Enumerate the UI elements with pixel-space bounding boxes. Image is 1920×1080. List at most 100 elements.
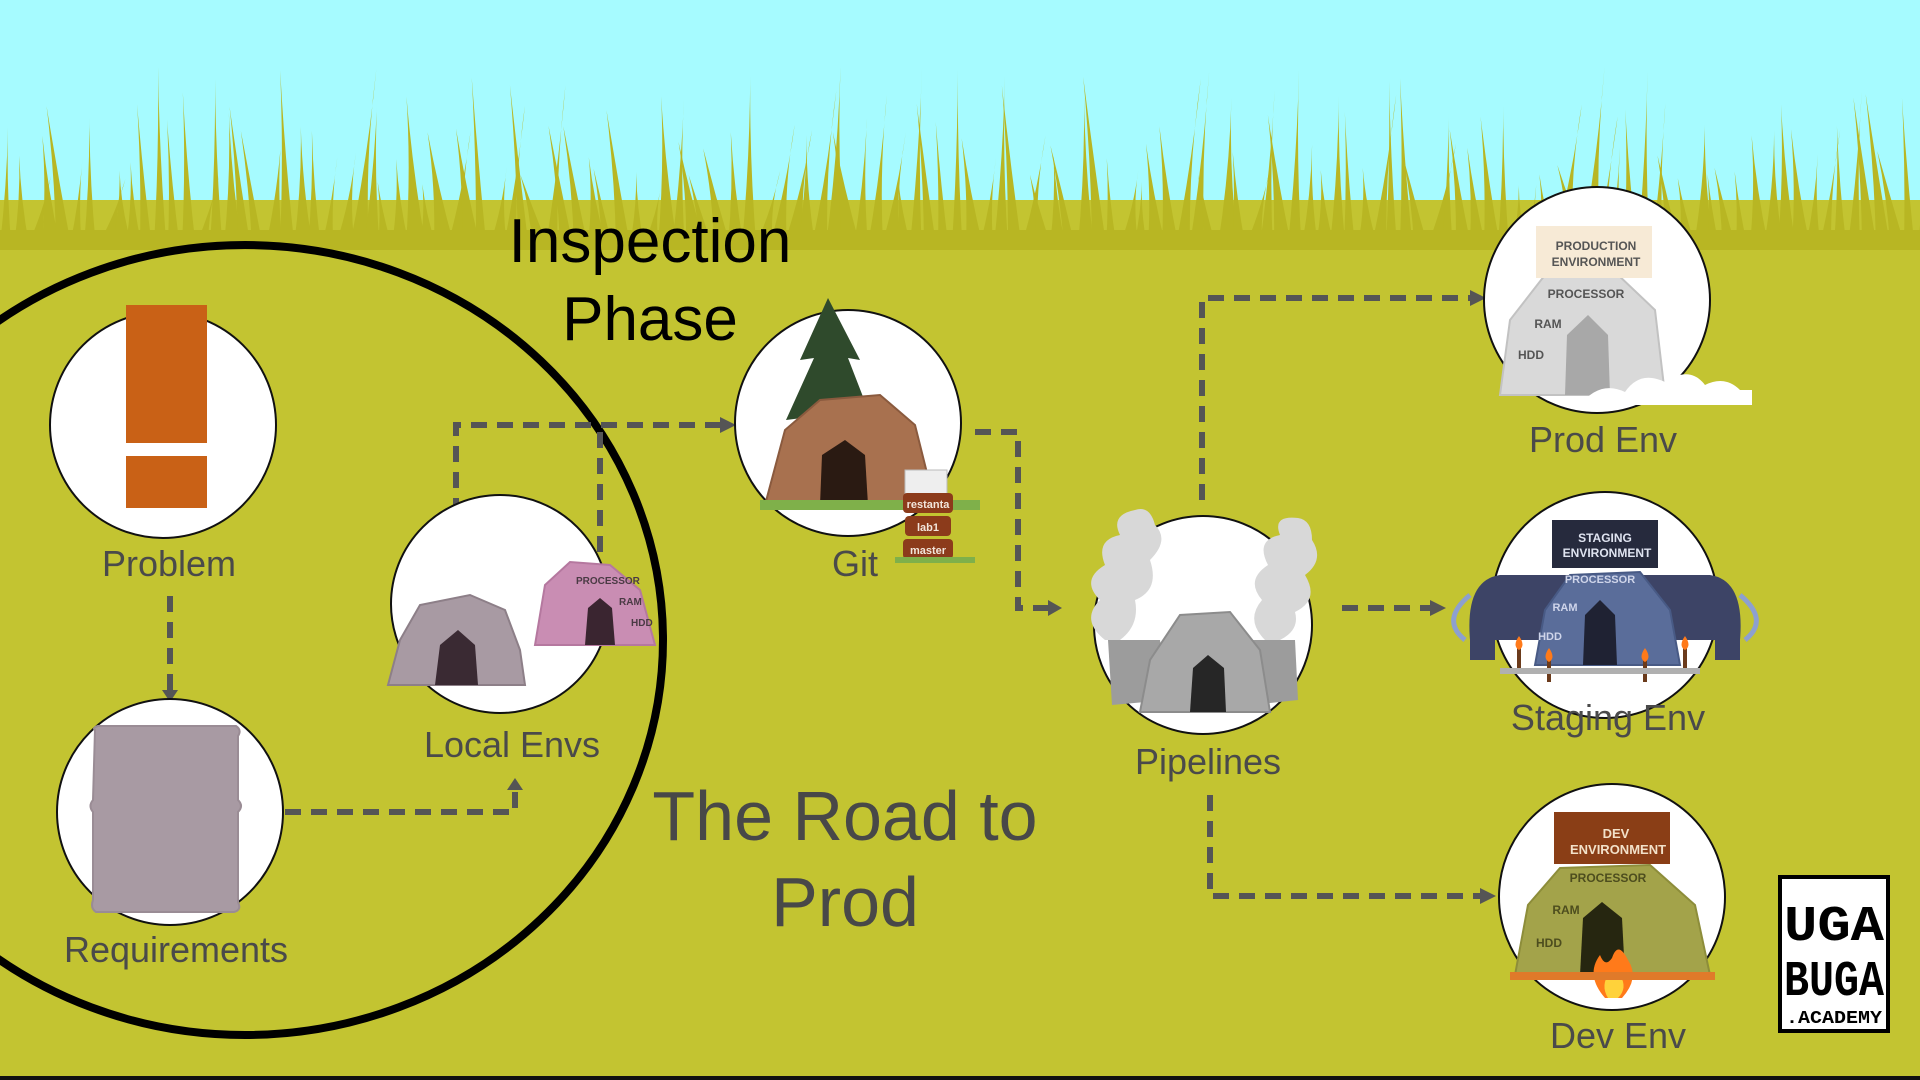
grass-blade [980, 157, 997, 245]
arrow-pipelines-to-dev [1207, 795, 1480, 899]
branch-restanta-text: restanta [907, 499, 951, 511]
prod-sign-line1: PRODUCTION [1556, 239, 1637, 253]
grass-blade [1853, 97, 1877, 245]
grass-blade [1402, 155, 1428, 245]
grass-blade [1820, 129, 1841, 245]
grass-blade [1834, 125, 1847, 245]
arrow-heads [162, 290, 1496, 904]
grass-blade [910, 66, 923, 245]
grass-blade [1232, 151, 1246, 245]
staging-cave-entrance [1583, 600, 1617, 665]
grass-blade [471, 77, 487, 245]
phase-title-line2: Phase [562, 285, 738, 354]
grass-blade [1400, 78, 1413, 245]
grass-blade [1734, 171, 1748, 245]
grass-blade [1707, 174, 1719, 245]
prod-ram-text: RAM [1534, 317, 1561, 331]
local-envs-node: PROCESSOR RAM HDD [386, 494, 657, 714]
grass-blade [784, 129, 813, 245]
grass-blade [1428, 143, 1457, 245]
prod-processor-text: PROCESSOR [1548, 287, 1625, 301]
grass-band [0, 230, 1920, 250]
smoke-left-icon [1091, 509, 1162, 640]
arrowhead-staging [1430, 600, 1446, 616]
grass-blade [504, 105, 525, 245]
dev-sign-icon [1554, 812, 1670, 864]
grass-blade [1159, 125, 1179, 245]
grass-blade [406, 96, 426, 246]
grass-blade [1106, 158, 1117, 245]
dev-grass [1510, 972, 1715, 980]
pipelines-node [1091, 509, 1318, 735]
grass-blade [832, 132, 860, 245]
git-label: Git [831, 543, 879, 584]
grass-blade [240, 130, 263, 245]
grass-blade [546, 85, 566, 245]
exclamation-dot-icon [126, 456, 207, 508]
bottom-border [0, 1076, 1920, 1080]
branch-log-restanta [903, 493, 953, 513]
grass-blade [1267, 114, 1292, 245]
prod-sign-icon [1536, 226, 1652, 278]
grass-blade [678, 141, 705, 245]
grass-blade [1302, 144, 1318, 245]
local-ram-text: RAM [619, 597, 642, 608]
grass-blade [798, 135, 816, 245]
arrowhead-requirements [162, 690, 178, 702]
page-title-line2: Prod [771, 863, 919, 941]
grass-blade [882, 131, 906, 245]
prod-cave-entrance [1565, 315, 1610, 395]
grass-blade [994, 76, 1008, 246]
grass-blade [770, 125, 795, 245]
phase-title: Inspection Phase [509, 203, 792, 359]
branch-log-lab1 [905, 516, 951, 536]
grass-blade [672, 98, 685, 245]
grass-blade [658, 96, 678, 245]
grass-blade [308, 130, 321, 245]
grass-blade [377, 182, 392, 245]
pink-cave-entrance [585, 598, 615, 645]
prod-sign-line2: ENVIRONMENT [1552, 255, 1641, 269]
ugabuga-logo: UGA BUGA .ACADEMY [1778, 875, 1890, 1033]
grass-blade [728, 132, 744, 245]
grass-blade [1790, 129, 1810, 245]
staging-env-node: STAGING ENVIRONMENT PROCESSOR RAM HDD [1451, 491, 1759, 719]
grass-blade [593, 168, 613, 245]
dev-hdd-text: HDD [1536, 936, 1562, 950]
staging-sign-icon [1552, 520, 1658, 568]
grass-blade [154, 66, 167, 245]
grass-blade [644, 183, 662, 245]
grass-blade [224, 112, 242, 245]
dev-ram-text: RAM [1552, 903, 1579, 917]
grass-blade [896, 178, 911, 245]
arrowhead-git [720, 417, 736, 433]
grass-blade [1498, 105, 1509, 246]
smoke-right-icon [1254, 517, 1318, 640]
arrowhead-local [507, 778, 523, 790]
grass-blade [84, 117, 96, 245]
grass-blade [1288, 69, 1302, 245]
grass-blade [1467, 147, 1486, 245]
mammoth-left-tusk [1451, 593, 1472, 642]
grass-blade [336, 152, 356, 245]
logo-line2: BUGA [1784, 954, 1884, 1011]
grass-blade [703, 148, 731, 245]
grass-blade [563, 126, 588, 245]
dev-env-node: DEV ENVIRONMENT PROCESSOR RAM HDD [1498, 783, 1726, 1011]
prod-env-node: PRODUCTION ENVIRONMENT PROCESSOR RAM HDD [1483, 186, 1752, 414]
grass-blade [1001, 85, 1022, 245]
grass-blade [427, 132, 454, 245]
arrowhead-dev [1480, 888, 1496, 904]
local-processor-text: PROCESSOR [576, 576, 641, 587]
grass-blade [1358, 168, 1378, 245]
grass-blade [1806, 154, 1821, 245]
problem-label: Problem [101, 543, 237, 584]
grass-blade [1714, 167, 1736, 245]
grass-blade [182, 92, 196, 246]
grass-blade [1372, 94, 1397, 245]
page-title-line1: The Road to [652, 777, 1038, 855]
grass-blade [1083, 76, 1107, 246]
grass-blade [1865, 94, 1890, 245]
cloud-icon [1580, 374, 1752, 405]
